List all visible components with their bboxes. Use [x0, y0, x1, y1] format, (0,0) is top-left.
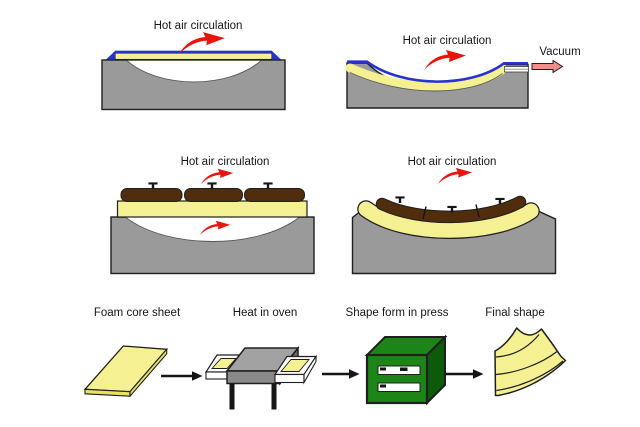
step-foam-core-sheet: [83, 345, 169, 398]
final-shape-contours: [495, 334, 564, 392]
cover-piece: [120, 188, 183, 202]
step-label-shape-in-press: Shape form in press: [345, 307, 449, 319]
oven-leg: [229, 383, 235, 410]
process-flow: [83, 327, 567, 410]
flow-arrow: [446, 369, 484, 379]
formed-foam-sheet: [345, 63, 508, 91]
hot-air-arrow-icon: [424, 50, 466, 70]
hot-air-label: Hot air circulation: [153, 20, 243, 32]
hot-air-label: Hot air circulation: [402, 35, 492, 47]
cover-piece: [184, 188, 243, 202]
hot-air-label: Hot air circulation: [407, 156, 497, 168]
clamp-right: [272, 51, 281, 60]
oven-front-face: [226, 370, 281, 385]
panel-cover-heating: [110, 168, 315, 275]
press-platen-mark: [380, 367, 386, 371]
press-opening: [377, 365, 421, 375]
step-press: [364, 334, 448, 406]
press-platen-mark: [380, 384, 386, 388]
sheet-lower-edge: [349, 72, 503, 92]
press-opening: [377, 382, 421, 392]
press-platen-mark: [400, 367, 408, 371]
clamp-left: [106, 51, 115, 60]
cover-seams: [422, 204, 480, 220]
step-final-shape: [494, 327, 567, 397]
vacuum-arrow-icon: [531, 59, 564, 74]
plastic-film: [115, 50, 272, 54]
flow-arrow: [322, 369, 360, 379]
mold-cavity: [126, 217, 299, 242]
step-oven: [204, 345, 318, 410]
tray-front: [274, 373, 305, 384]
sheet-top-face: [83, 345, 169, 393]
hot-air-label: Hot air circulation: [180, 156, 270, 168]
panel-cover-formed: [351, 167, 557, 275]
hot-air-arrow-icon: [437, 167, 473, 185]
mold-cavity-edge: [125, 217, 300, 242]
formed-cover: [376, 196, 526, 223]
vent-pin-icon: [395, 196, 505, 213]
vent-pin-icon: [148, 182, 273, 189]
mold-cavity-edge: [126, 60, 262, 83]
step-label-heat-in-oven: Heat in oven: [232, 307, 298, 319]
foam-sheet: [116, 200, 308, 218]
mold-cavity: [127, 60, 261, 82]
final-shape-body: [494, 327, 567, 397]
hot-air-arrow-icon: [179, 32, 225, 54]
sheet-side-edge: [129, 347, 168, 398]
step-label-foam-core-sheet: Foam core sheet: [93, 307, 181, 319]
panel-sheet-clamped: [101, 32, 286, 111]
oven-leg: [271, 383, 277, 410]
tray-side: [303, 354, 317, 385]
formed-foam-sheet: [358, 201, 539, 238]
panel-vacuum-forming: [345, 50, 564, 109]
step-label-final-shape: Final shape: [485, 307, 545, 319]
press-front-face: [365, 353, 429, 405]
flow-arrow: [161, 371, 203, 381]
vacuum-label: Vacuum: [539, 46, 581, 58]
foam-sheet: [114, 52, 273, 61]
plastic-film: [347, 60, 528, 83]
cover-piece: [244, 188, 305, 202]
hot-air-arrow-icon: [200, 168, 234, 185]
tray-sheet: [280, 359, 310, 372]
